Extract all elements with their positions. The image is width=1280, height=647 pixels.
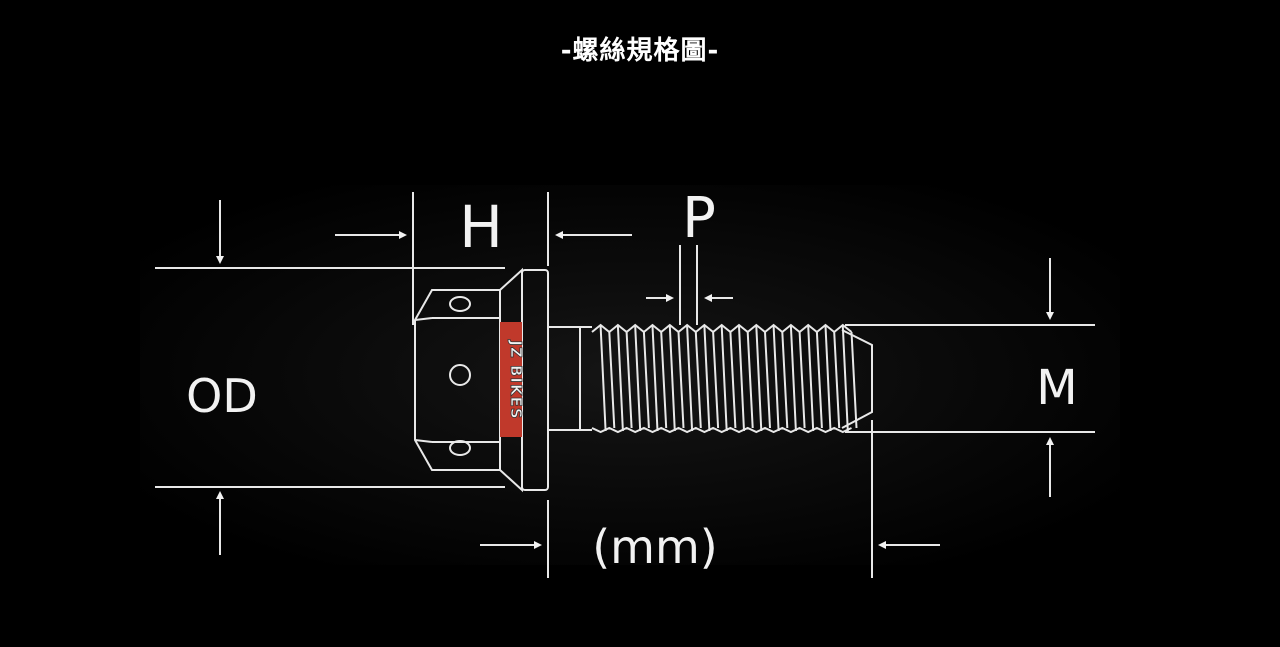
p-label: P — [682, 186, 716, 251]
brand-logo: JZ BIKES — [500, 322, 525, 437]
thread-ridges — [599, 325, 858, 432]
thread-crest-bottom — [591, 426, 852, 434]
unit-label: (mm) — [592, 520, 718, 574]
bolt-shank — [548, 326, 592, 431]
p-dimension: P — [646, 186, 733, 325]
h-label: H — [459, 193, 503, 261]
diagram-title: -螺絲規格圖- — [560, 36, 720, 66]
od-dimension: OD — [155, 200, 505, 555]
h-dimension: H — [335, 192, 632, 325]
length-dimension: (mm) — [480, 420, 940, 578]
backdrop — [140, 185, 1120, 565]
bolt-thread — [591, 323, 858, 434]
thread-crest-top — [591, 323, 853, 334]
bolt-tip — [841, 329, 873, 429]
svg-text:JZ BIKES: JZ BIKES — [507, 339, 525, 419]
m-dimension: M — [845, 258, 1095, 497]
m-label: M — [1036, 360, 1077, 416]
od-label: OD — [186, 369, 258, 423]
